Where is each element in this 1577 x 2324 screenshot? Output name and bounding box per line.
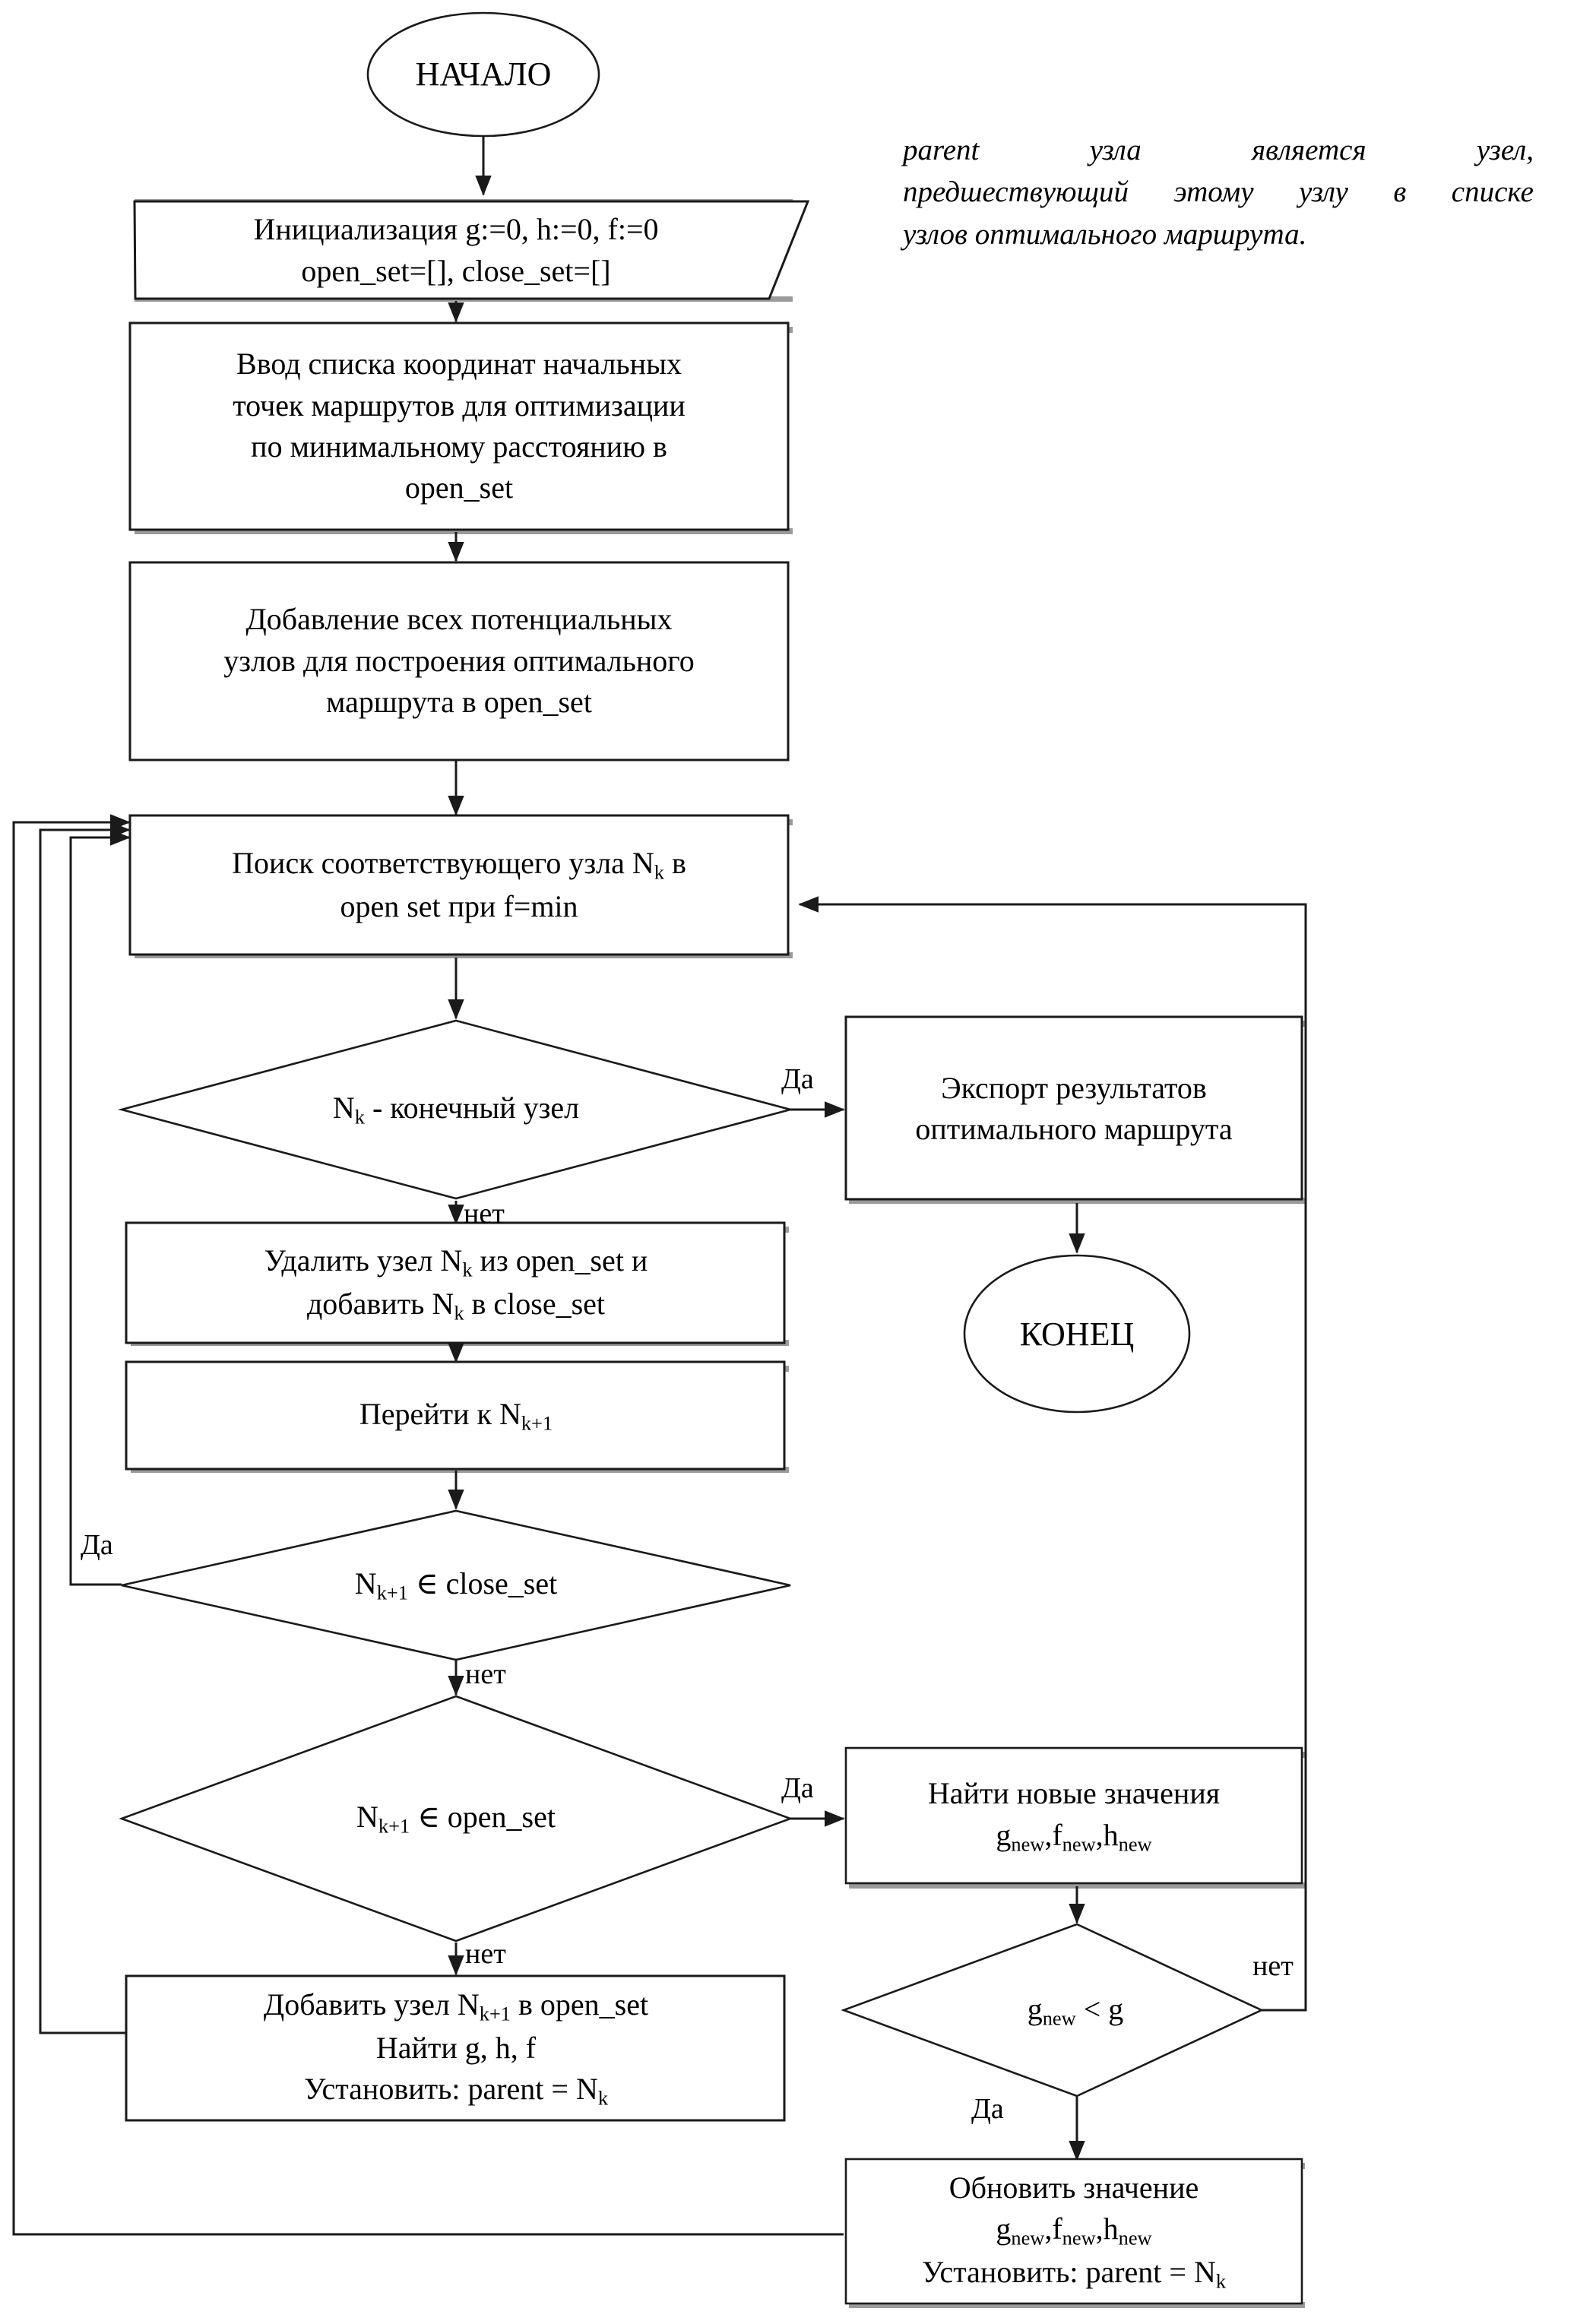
is-final-decision[interactable] <box>117 1019 795 1200</box>
input-coords-line-2: точек маршрутов для оптимизации <box>233 388 686 423</box>
export-line-2: оптимального маршрута <box>915 1112 1233 1146</box>
in-open-set-label: Nk+1 ∈ open_set <box>356 1800 556 1838</box>
init-line-1: Инициализация g:=0, h:=0, f:=0 <box>253 212 659 247</box>
add-all-line-1: Добавление всех потенциальных <box>245 602 673 637</box>
shadow-find-new-bottom <box>849 1882 1305 1889</box>
init-parallelogram-label: Инициализация g:=0, h:=0, f:=0 open_set=… <box>137 207 775 294</box>
init-parallelogram[interactable] <box>133 200 810 300</box>
update-line-2: gnew,fnew,hnew <box>996 2211 1152 2250</box>
find-new-line-1: Найти новые значения <box>927 1776 1221 1811</box>
remove-node-line-1: Удалить узел Nk из open_set и <box>264 1243 648 1281</box>
update-line-3: Установить: parent = Nk <box>921 2255 1227 2293</box>
find-new-values-process[interactable] <box>844 1746 1303 1885</box>
note-line-3: узлов оптимального маршрута. <box>903 217 1307 251</box>
add-all-line-2: узлов для построения оптимального <box>223 643 695 678</box>
input-coords-label: Ввод списка координат начальных точек ма… <box>134 328 784 524</box>
is-final-label: Nk - конечный узел <box>332 1091 580 1129</box>
remove-node-label: Удалить узел Nk из open_set и добавить N… <box>131 1228 781 1339</box>
add-node-line-1: Добавить узел Nk+1 в open_set <box>263 1987 649 2025</box>
connector-update-loop-to-search <box>12 814 844 2236</box>
remove-node-process[interactable] <box>125 1221 786 1344</box>
export-results-process[interactable] <box>844 1015 1303 1201</box>
update-values-process[interactable] <box>844 2158 1303 2305</box>
find-new-line-2: gnew,fnew,hnew <box>996 1817 1152 1855</box>
search-node-line-2: open set при f=min <box>340 889 578 924</box>
connector-incloseset-yes-loop-to-search <box>69 829 131 1586</box>
input-coords-line-4: open_set <box>404 470 514 505</box>
in-close-set-decision[interactable] <box>121 1509 791 1661</box>
search-node-label: Поиск соответствующего узла Nk в open se… <box>134 821 784 950</box>
input-coords-process[interactable] <box>128 321 790 531</box>
connector-gnew-no-loop-to-search <box>798 896 1307 2012</box>
input-coords-line-1: Ввод списка координат начальных <box>236 347 682 382</box>
update-line-1: Обновить значение <box>948 2170 1199 2205</box>
export-line-1: Экспорт результатов <box>941 1070 1207 1105</box>
goto-next-process[interactable] <box>125 1360 786 1471</box>
add-node-label: Добавить узел Nk+1 в open_set Найти g, h… <box>131 1980 781 2116</box>
update-values-label: Обновить значение gnew,fnew,hnew Установ… <box>850 2164 1298 2299</box>
add-node-line-3: Установить: parent = Nk <box>303 2072 609 2110</box>
start-terminator-label: НАЧАЛО <box>415 55 552 93</box>
search-node-line-1: Поиск соответствующего узла Nk в <box>232 846 686 884</box>
shadow-input-coords-bottom <box>135 528 793 534</box>
shadow-update-bottom <box>849 2302 1305 2308</box>
parent-definition-note: parent узла является узел, предшествующи… <box>903 129 1534 255</box>
init-line-2: open_set=[], close_set=[] <box>301 253 611 288</box>
end-terminator[interactable] <box>963 1254 1191 1414</box>
goto-next-label: Перейти к Nk+1 <box>359 1397 553 1435</box>
end-terminator-label: КОНЕЦ <box>1019 1316 1135 1354</box>
add-all-nodes-process[interactable] <box>128 561 790 761</box>
add-all-line-3: маршрута в open_set <box>326 685 592 720</box>
in-open-set-decision[interactable] <box>119 1695 793 1942</box>
connector-addnode-loop-to-search <box>39 822 131 2034</box>
gnew-less-g-label: gnew < g <box>1027 1992 1124 2030</box>
add-all-nodes-label: Добавление всех потенциальных узлов для … <box>134 566 784 756</box>
gnew-less-g-decision[interactable] <box>841 1923 1265 2098</box>
add-node-process[interactable] <box>125 1974 786 2122</box>
shadow-export-bottom <box>849 1198 1305 1204</box>
note-line-1: parent узла является узел, <box>903 134 1534 166</box>
export-results-label: Экспорт результатов оптимального маршрут… <box>850 1022 1298 1195</box>
add-node-line-2: Найти g, h, f <box>375 2030 537 2065</box>
find-new-values-label: Найти новые значения gnew,fnew,hnew <box>850 1752 1298 1879</box>
input-coords-line-3: по минимальному расстоянию в <box>251 429 667 464</box>
in-close-set-label: Nk+1 ∈ close_set <box>354 1566 558 1604</box>
start-terminator[interactable] <box>366 11 600 138</box>
note-line-2: предшествующий этому узлу в списке <box>903 176 1534 209</box>
search-node-process[interactable] <box>128 814 790 956</box>
remove-node-line-2: добавить Nk в close_set <box>306 1287 606 1325</box>
